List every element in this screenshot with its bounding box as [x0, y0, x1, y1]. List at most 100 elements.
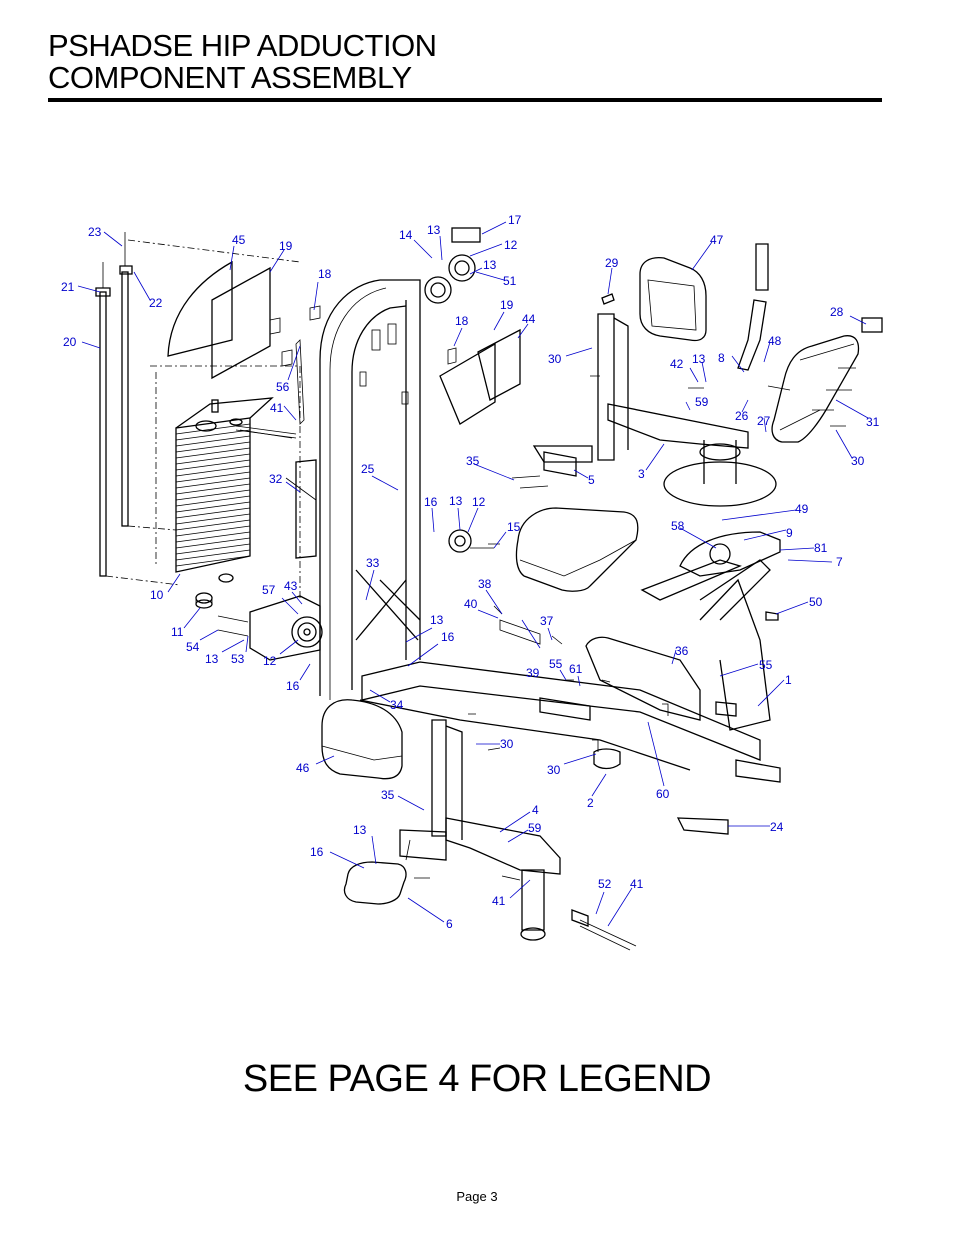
callout-61: 61	[569, 662, 583, 676]
callout-43: 43	[284, 579, 298, 593]
seat-pad	[515, 507, 639, 592]
shrouds	[150, 260, 521, 600]
callout-46: 46	[296, 761, 310, 775]
callout-49: 49	[795, 502, 809, 516]
top-pulleys	[424, 227, 481, 553]
callout-1: 1	[785, 673, 792, 687]
callout-32: 32	[269, 472, 283, 486]
callout-14: 14	[399, 228, 413, 242]
callout-41: 41	[492, 894, 506, 908]
callout-42: 42	[670, 357, 684, 371]
title-rule	[48, 98, 882, 102]
callout-28: 28	[830, 305, 844, 319]
callout-22: 22	[149, 296, 163, 310]
callout-19: 19	[279, 239, 293, 253]
callout-12: 12	[472, 495, 486, 509]
callout-21: 21	[61, 280, 75, 294]
callout-34: 34	[390, 698, 404, 712]
callout-16: 16	[286, 679, 300, 693]
callout-45: 45	[232, 233, 246, 247]
callout-58: 58	[671, 519, 685, 533]
callout-44: 44	[522, 312, 536, 326]
callout-12: 12	[263, 654, 277, 668]
callout-17: 17	[508, 213, 522, 227]
callout-53: 53	[231, 652, 245, 666]
callout-30: 30	[500, 737, 514, 751]
callout-47: 47	[710, 233, 724, 247]
callout-57: 57	[262, 583, 276, 597]
front-pivot-platform	[585, 531, 781, 835]
callout-12: 12	[504, 238, 518, 252]
callout-30: 30	[547, 763, 561, 777]
callout-27: 27	[757, 414, 771, 428]
front-pad-arm	[321, 699, 637, 951]
callout-35: 35	[466, 454, 480, 468]
callout-54: 54	[186, 640, 200, 654]
callout-8: 8	[718, 351, 725, 365]
callout-60: 60	[656, 787, 670, 801]
page-title-line1: PSHADSE HIP ADDUCTION	[48, 28, 437, 63]
callout-11: 11	[171, 625, 184, 639]
callout-13: 13	[430, 613, 444, 627]
callout-35: 35	[381, 788, 395, 802]
callout-40: 40	[464, 597, 478, 611]
callout-13: 13	[692, 352, 706, 366]
pivot-assembly	[532, 243, 777, 507]
callout-labels: 23 45 19 18 21 22 20 56 41 32 10 57 43 1…	[61, 213, 880, 931]
callout-30: 30	[548, 352, 562, 366]
callout-2: 2	[587, 796, 594, 810]
callout-13: 13	[483, 258, 497, 272]
hardware-items	[239, 305, 856, 881]
callout-50: 50	[809, 595, 823, 609]
callout-16: 16	[310, 845, 324, 859]
callout-25: 25	[361, 462, 375, 476]
callout-30: 30	[851, 454, 865, 468]
callout-13: 13	[449, 494, 463, 508]
callout-20: 20	[63, 335, 77, 349]
callout-18: 18	[318, 267, 332, 281]
callout-52: 52	[598, 877, 612, 891]
legend-reference-note: SEE PAGE 4 FOR LEGEND	[242, 1058, 712, 1100]
callout-39: 39	[526, 666, 540, 680]
callout-37: 37	[540, 614, 554, 628]
callout-18: 18	[455, 314, 469, 328]
callout-24: 24	[770, 820, 784, 834]
callout-81: 81	[814, 541, 828, 555]
guide-rods	[95, 232, 301, 586]
callout-16: 16	[424, 495, 438, 509]
callout-33: 33	[366, 556, 380, 570]
callout-41: 41	[270, 401, 284, 415]
main-frame	[295, 279, 761, 771]
callout-13: 13	[427, 223, 441, 237]
callout-6: 6	[446, 917, 453, 931]
callout-13: 13	[205, 652, 219, 666]
callout-4: 4	[532, 803, 539, 817]
callout-3: 3	[638, 467, 645, 481]
callout-59: 59	[695, 395, 709, 409]
callout-26: 26	[735, 409, 749, 423]
callout-13: 13	[353, 823, 367, 837]
callout-5: 5	[588, 473, 595, 487]
callout-55: 55	[759, 658, 773, 672]
callout-23: 23	[88, 225, 102, 239]
callout-10: 10	[150, 588, 164, 602]
callout-51: 51	[503, 274, 517, 288]
weight-stack	[175, 397, 297, 609]
callout-9: 9	[786, 526, 793, 540]
callout-41: 41	[630, 877, 644, 891]
callout-19: 19	[500, 298, 514, 312]
callout-56: 56	[276, 380, 290, 394]
callout-48: 48	[768, 334, 782, 348]
page-title-line2: COMPONENT ASSEMBLY	[48, 60, 412, 95]
callout-38: 38	[478, 577, 492, 591]
callout-29: 29	[605, 256, 619, 270]
callout-leaders	[77, 221, 869, 927]
callout-31: 31	[866, 415, 880, 429]
callout-36: 36	[675, 644, 689, 658]
callout-55: 55	[549, 657, 563, 671]
bottom-pulley-bracket	[217, 595, 323, 661]
callout-16: 16	[441, 630, 455, 644]
callout-59: 59	[528, 821, 542, 835]
callout-7: 7	[836, 555, 843, 569]
